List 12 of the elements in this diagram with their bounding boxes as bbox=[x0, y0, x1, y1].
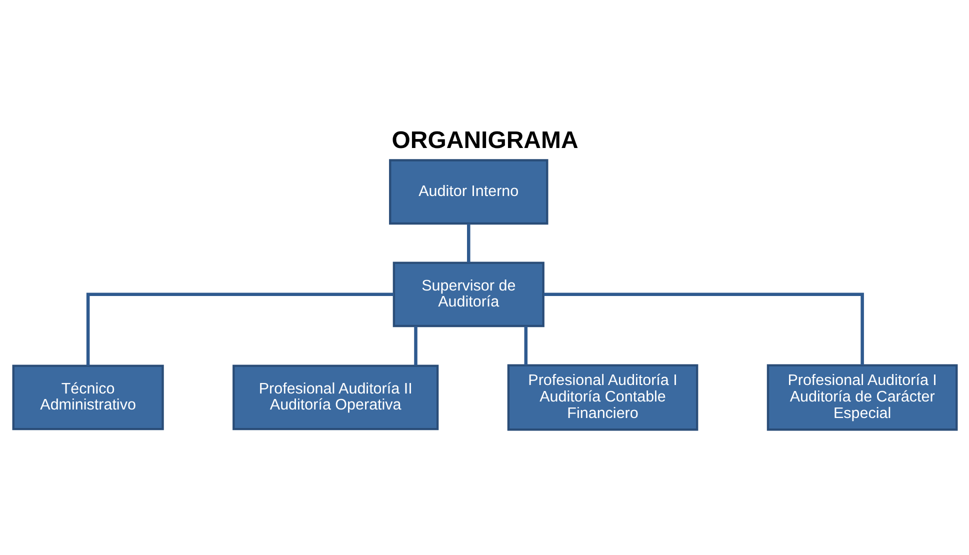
node-box: Profesional Auditoría I Auditoría de Carácter Especial bbox=[766, 364, 958, 431]
connector bbox=[524, 326, 528, 366]
node-box: Técnico Administrativo bbox=[12, 364, 164, 430]
node-box: Profesional Auditoría II Auditoría Operativa bbox=[232, 364, 438, 430]
connector bbox=[543, 292, 864, 366]
connector bbox=[466, 224, 470, 263]
diagram-title: ORGANIGRAMA bbox=[391, 126, 578, 154]
node-box: Profesional Auditoría I Auditoría Contable Financiero bbox=[506, 364, 698, 431]
connector bbox=[414, 326, 417, 366]
node-box: Supervisor de Auditoría bbox=[392, 262, 544, 328]
node-box: Auditor Interno bbox=[388, 159, 548, 225]
connector bbox=[86, 292, 394, 366]
